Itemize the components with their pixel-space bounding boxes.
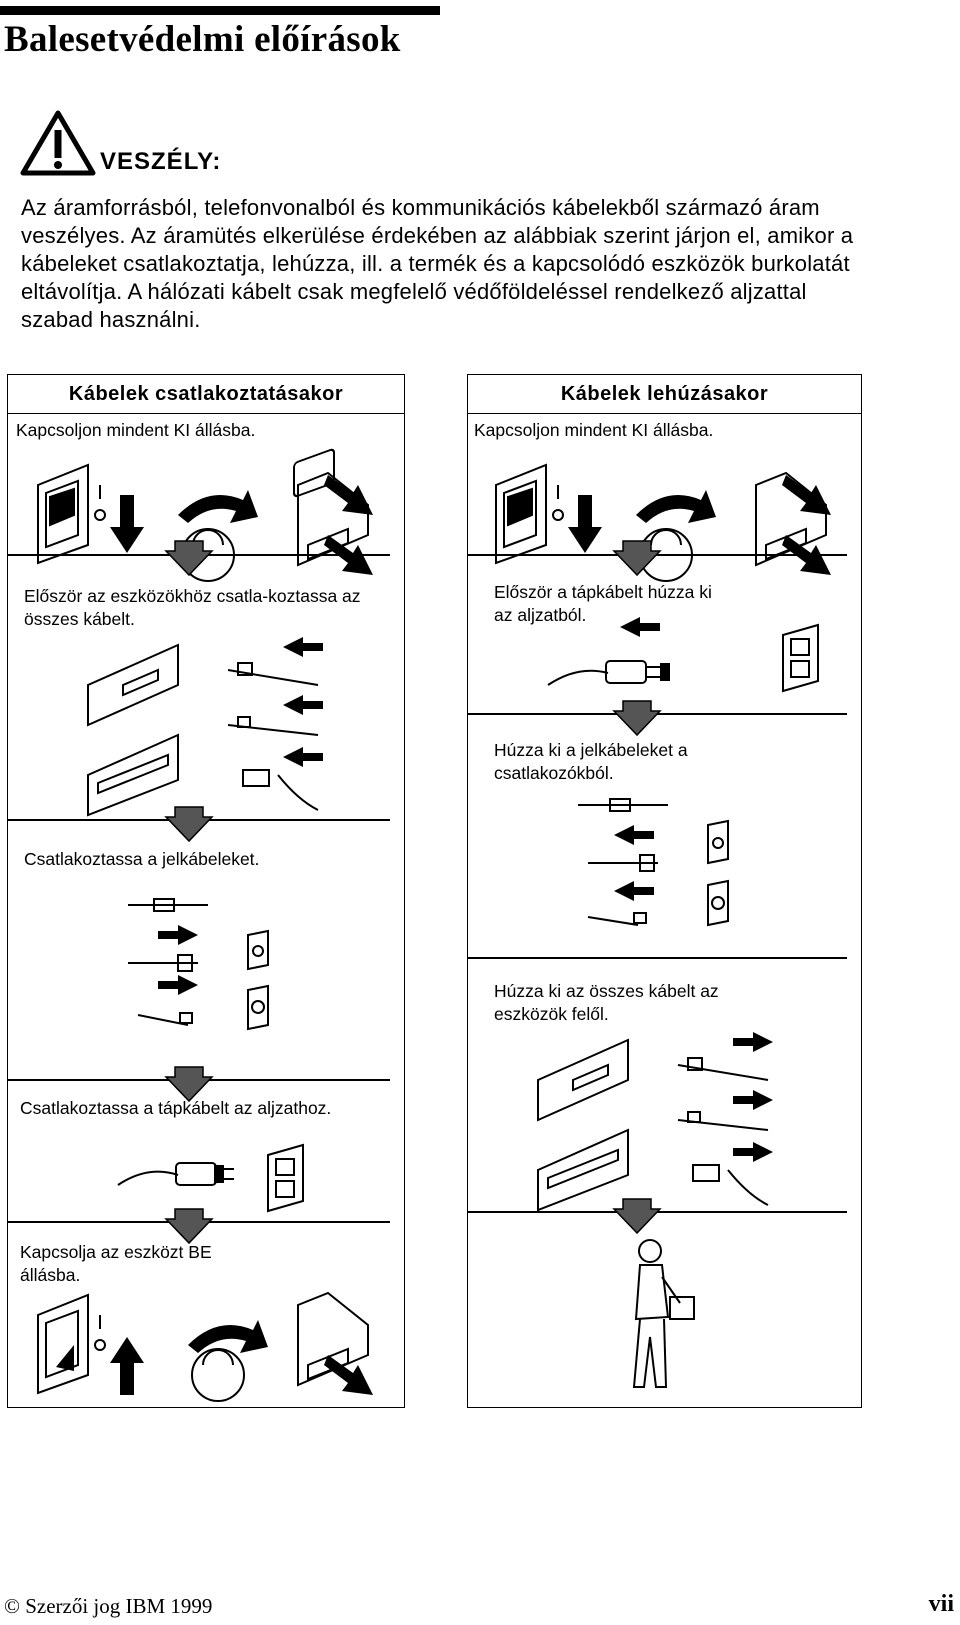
down-arrow-icon	[164, 540, 214, 577]
power-off-illustration	[37, 448, 373, 582]
connect-step-3-text: Csatlakoztassa a jelkábeleket.	[24, 849, 260, 869]
header-rule	[0, 6, 440, 15]
down-arrow-icon	[164, 1066, 214, 1103]
disconnect-step-4-text: Húzza ki az összes kábelt az eszközök fe…	[494, 981, 719, 1024]
down-arrow-icon	[612, 700, 662, 737]
warning-triangle-icon	[20, 110, 96, 176]
disconnect-panel-title: Kábelek lehúzásakor	[468, 375, 861, 414]
connect-panel-title: Kábelek csatlakoztatásakor	[8, 375, 404, 414]
disconnect-step-2-text: Először a tápkábelt húzza ki az aljzatbó…	[494, 582, 712, 625]
disconnect-step-divider	[467, 957, 847, 959]
page-title: Balesetvédelmi előírások	[4, 19, 401, 60]
down-arrow-icon	[164, 806, 214, 843]
person-walking-illustration	[632, 1239, 695, 1388]
page-number: vii	[928, 1591, 954, 1617]
down-arrow-icon	[164, 1208, 214, 1245]
down-arrow-icon	[612, 540, 662, 577]
unplug-power-illustration	[547, 617, 819, 693]
disconnect-step-1-text: Kapcsoljon mindent KI állásba.	[474, 420, 714, 440]
disconnect-step-3-text: Húzza ki a jelkábeleket a csatlakozókból…	[494, 740, 688, 783]
detach-cables-illustration	[537, 1032, 773, 1212]
attach-cables-illustration	[87, 637, 323, 817]
unplug-signal-illustration	[578, 798, 729, 927]
down-arrow-icon	[612, 1198, 662, 1235]
connect-step-2-text: Először az eszközökhöz csatla-koztassa a…	[24, 586, 361, 629]
power-off-illustration	[495, 463, 831, 582]
disconnect-cables-panel: Kábelek lehúzásakor Kapcsoljon mindent K…	[467, 374, 862, 1408]
connect-cables-panel: Kábelek csatlakoztatásakor Kapcsoljon mi…	[7, 374, 405, 1408]
connect-step-1-text: Kapcsoljon mindent KI állásba.	[16, 420, 256, 440]
connect-step-5-text: Kapcsolja az eszközt BE állásba.	[20, 1242, 212, 1285]
power-cable-illustration	[117, 1143, 304, 1213]
connect-step-4-text: Csatlakoztassa a tápkábelt az aljzathoz.	[20, 1098, 332, 1118]
power-on-illustration	[37, 1291, 373, 1402]
copyright-footer: © Szerzői jog IBM 1999	[4, 1594, 213, 1618]
danger-label: VESZÉLY:	[100, 148, 222, 175]
signal-cables-illustration	[128, 898, 269, 1031]
danger-text: Az áramforrásból, telefonvonalból és kom…	[21, 195, 854, 332]
